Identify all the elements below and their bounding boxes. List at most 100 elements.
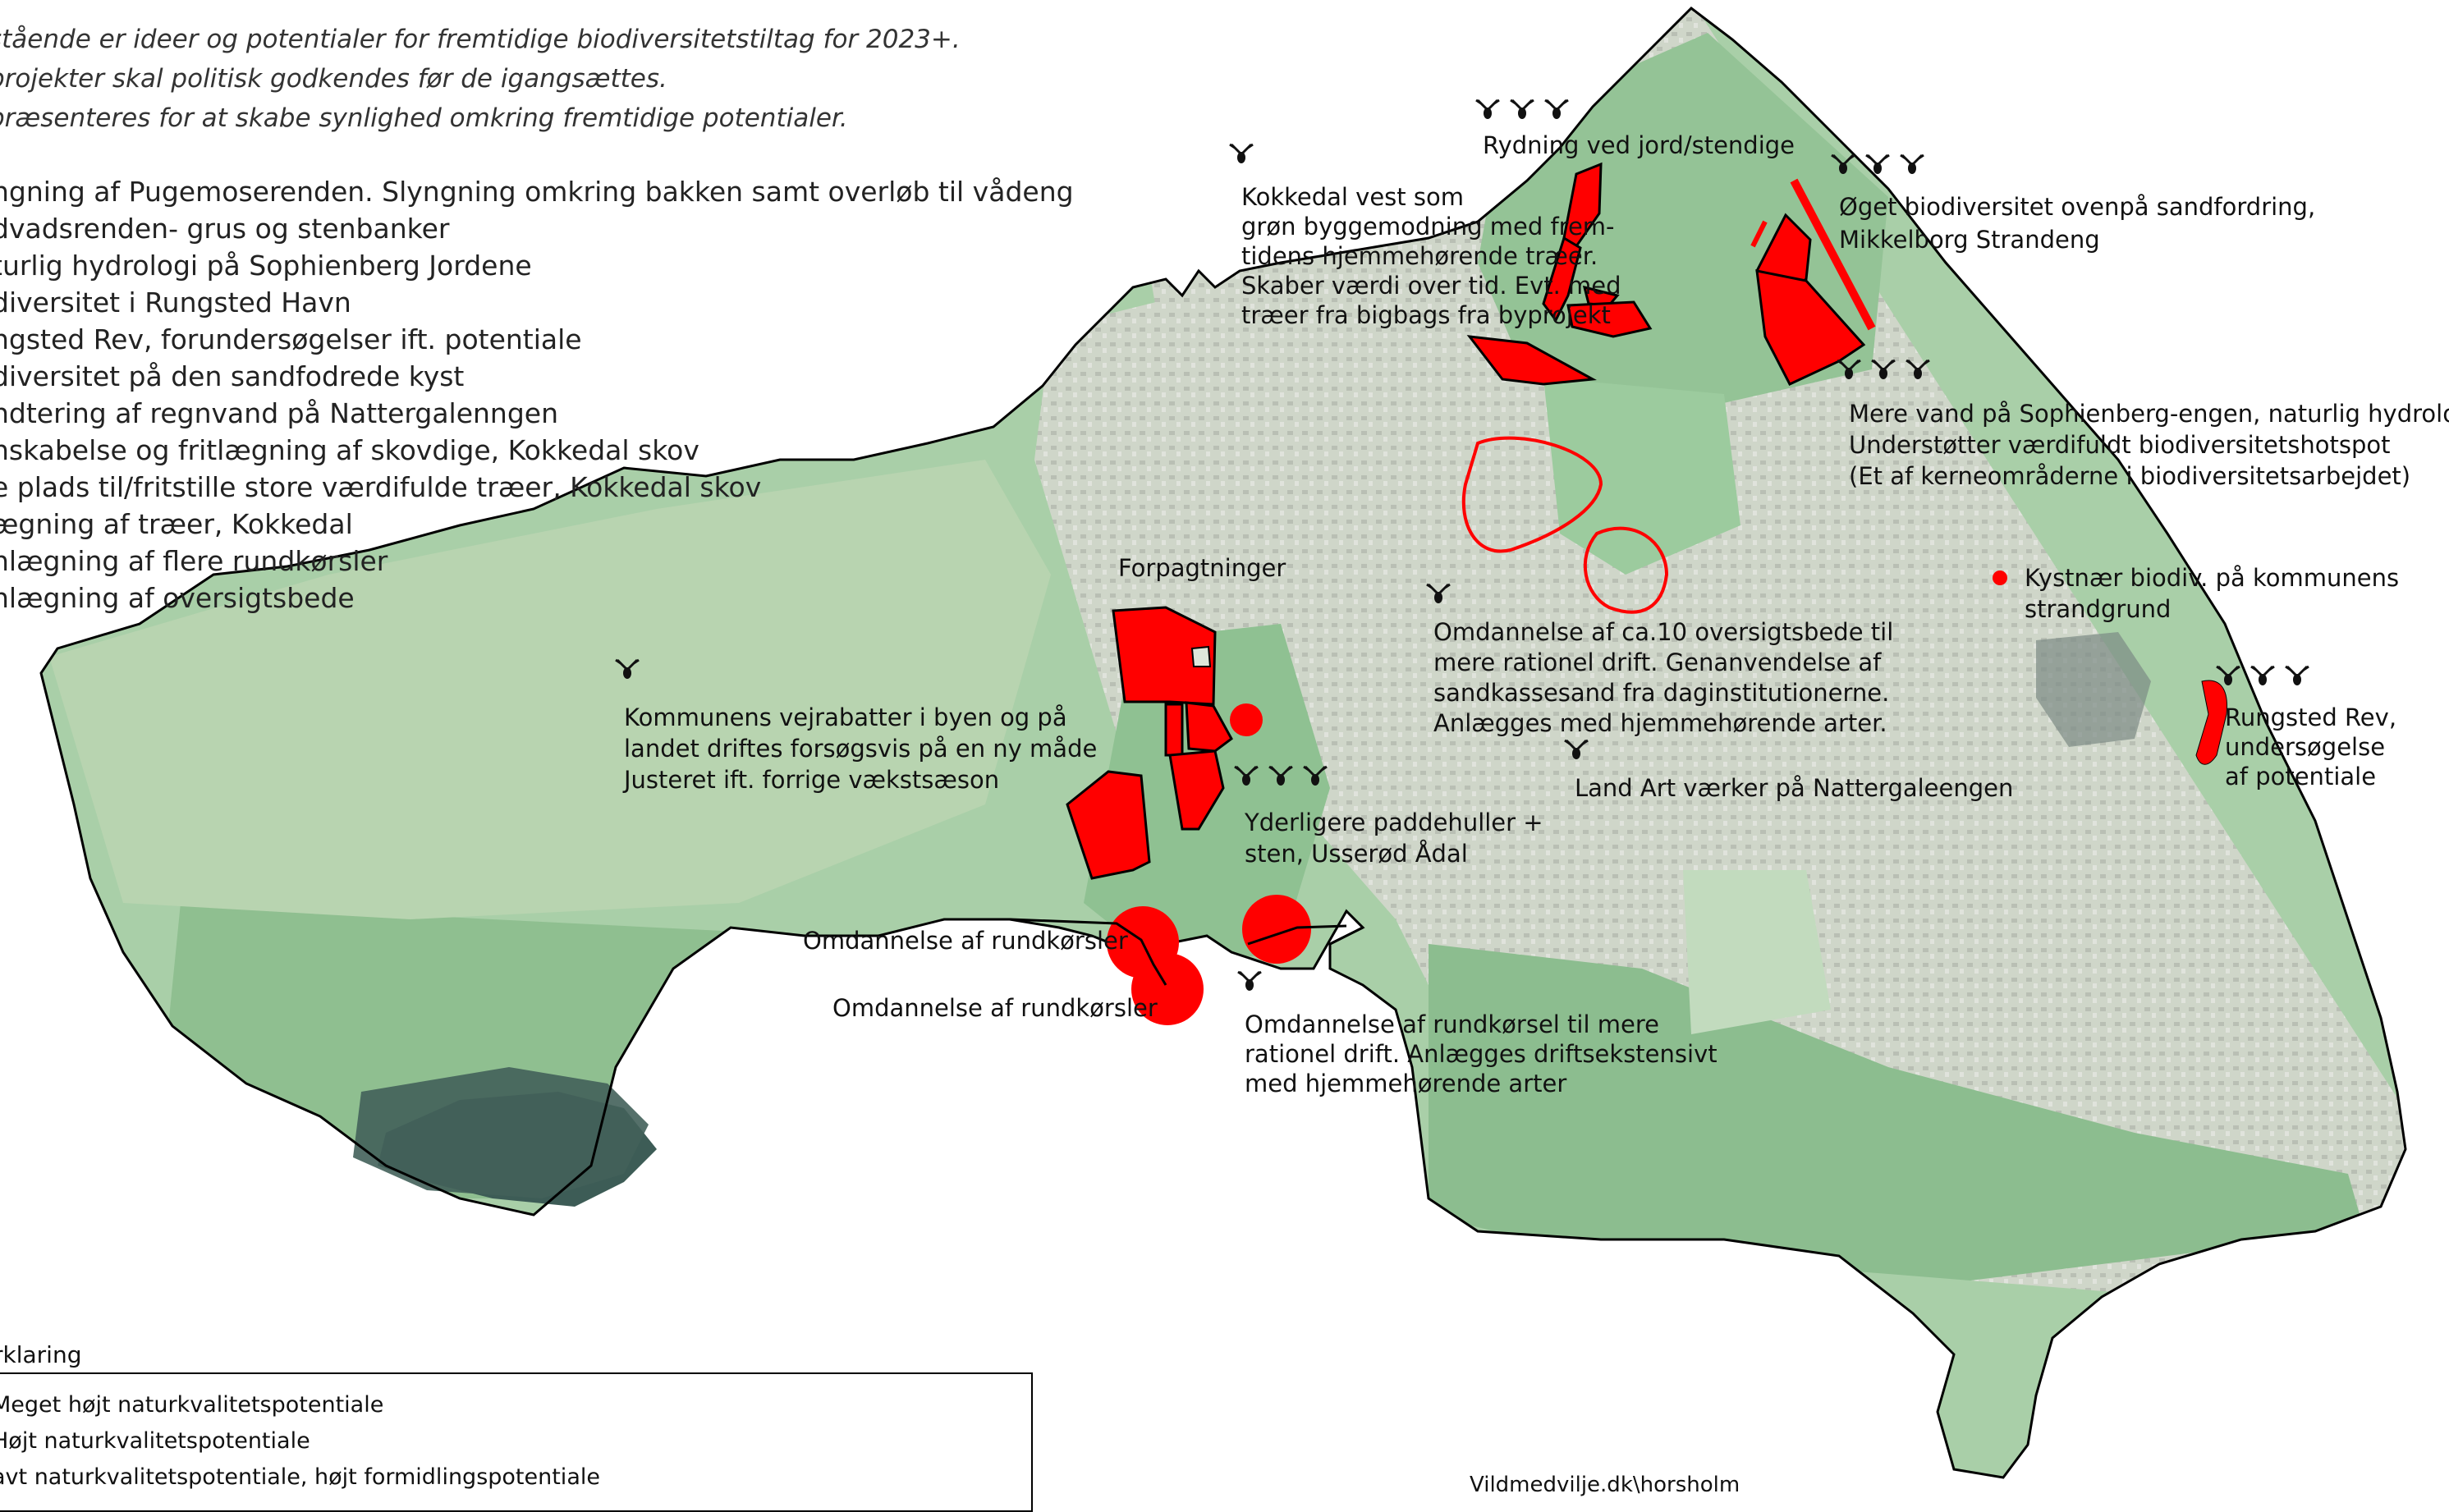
project-item: nskabelse og fritlægning af skovdige, Ko… xyxy=(0,434,699,466)
label-oversigtsbede-1: Omdannelse af ca.10 oversigtsbede til xyxy=(1433,618,1894,646)
label-oversigtsbede-4: Anlægges med hjemmehørende arter. xyxy=(1433,709,1887,737)
point-kystnaer xyxy=(1993,570,2007,585)
area-forpagtning-4 xyxy=(1168,749,1225,831)
deer-icon xyxy=(1871,359,1896,379)
point-forpagtning xyxy=(1230,703,1263,736)
label-rundkorsler-1: Omdannelse af rundkørsler xyxy=(803,927,1128,955)
label-rundkorsel-drift-1: Omdannelse af rundkørsel til mere xyxy=(1245,1010,1659,1038)
label-rundkorsel-drift-3: med hjemmehørende arter xyxy=(1245,1070,1567,1097)
label-forpagtninger: Forpagtninger xyxy=(1118,554,1286,582)
oversigtsbede-ring-1 xyxy=(1461,436,1603,553)
deer-icon xyxy=(1510,99,1534,119)
deer-icon xyxy=(1475,99,1500,119)
label-kystnaer-1: Kystnær biodiv. på kommunens xyxy=(2025,564,2400,592)
deer-icon xyxy=(1426,583,1451,603)
roundabout-road xyxy=(1009,918,1167,986)
project-item: turlig hydrologi på Sophienberg Jordene xyxy=(0,250,532,282)
project-item: ndtering af regnvand på Nattergalenngen xyxy=(0,397,559,429)
project-item: ngsted Rev, forundersøgelser ift. potent… xyxy=(0,323,582,355)
area-forpagtning-2 xyxy=(1164,703,1184,757)
label-vejrabatter-3: Justeret ift. forrige vækstsæson xyxy=(624,766,1000,794)
project-item: nlægning af oversigtsbede xyxy=(0,582,355,614)
project-item: ngning af Pugemoserenden. Slyngning omkr… xyxy=(0,176,1074,208)
deer-icon xyxy=(615,658,640,679)
area-notch xyxy=(1190,645,1212,667)
area-kokkedal-2 xyxy=(1566,300,1653,338)
deer-icon xyxy=(1544,99,1569,119)
label-rungsted-rev-3: af potentiale xyxy=(2225,763,2377,790)
label-oversigtsbede-2: mere rationel drift. Genanvendelse af xyxy=(1433,648,1882,676)
deer-icon xyxy=(2285,665,2309,685)
label-sandfordring-2: Mikkelborg Strandeng xyxy=(1839,226,2100,254)
project-item: e plads til/fritstille store værdifulde … xyxy=(0,471,762,503)
source-credit: Vildmedvilje.dk\horsholm xyxy=(1470,1473,1740,1497)
label-rundkorsler-2: Omdannelse af rundkørsler xyxy=(832,994,1158,1022)
deer-icon xyxy=(1900,153,1924,174)
label-paddehuller-2: sten, Usserød Ådal xyxy=(1245,840,1468,868)
project-item: dvadsrenden- grus og stenbanker xyxy=(0,213,450,245)
green-strip xyxy=(1543,378,1740,575)
deer-icon xyxy=(1564,739,1589,759)
deer-icon xyxy=(2250,665,2275,685)
label-rungsted-rev-1: Rungsted Rev, xyxy=(2225,703,2397,731)
forest-southeast xyxy=(1429,944,2364,1281)
deer-icon xyxy=(1906,359,1930,379)
sandfodret-kyst-line xyxy=(1750,220,1768,248)
roundabout-road-2 xyxy=(1247,924,1347,946)
deer-icon xyxy=(1234,765,1259,786)
field-east xyxy=(1683,870,1831,1034)
label-sophienberg-1: Mere vand på Sophienberg-engen, naturlig… xyxy=(1849,400,2449,428)
deer-icon xyxy=(1268,765,1293,786)
label-kokkedal-vest-2: grøn byggemodning med frem- xyxy=(1241,213,1615,241)
label-sandfordring-1: Øget biodiversitet ovenpå sandfordring, xyxy=(1839,193,2316,221)
area-kokkedal-3 xyxy=(1466,335,1597,386)
legend-item: avt naturkvalitetspotentiale, højt formi… xyxy=(0,1464,600,1490)
label-kokkedal-vest-1: Kokkedal vest som xyxy=(1241,183,1464,211)
area-rydning-2 xyxy=(1542,236,1582,323)
oversigtsbede-ring-2 xyxy=(1583,526,1669,614)
rungsted-harbour xyxy=(2036,632,2151,747)
deer-icon xyxy=(2216,665,2240,685)
area-rydning-1 xyxy=(1562,162,1603,249)
legend-item: Højt naturkvalitetspotentiale xyxy=(0,1428,310,1454)
label-vejrabatter-1: Kommunens vejrabatter i byen og på xyxy=(624,703,1067,731)
label-rungsted-rev-2: undersøgelse xyxy=(2225,733,2386,761)
area-forpagtning-1 xyxy=(1112,606,1217,706)
roundabout-3 xyxy=(1242,895,1311,964)
deer-icon xyxy=(1837,359,1861,379)
area-forpagtning-5 xyxy=(1066,770,1151,880)
rungsted-rev-marker xyxy=(2195,680,2228,765)
deer-icon xyxy=(1865,153,1890,174)
label-vejrabatter-2: landet driftes forsøgsvis på en ny måde xyxy=(624,735,1098,763)
road-edge xyxy=(1329,926,1364,946)
deer-icon xyxy=(1303,765,1328,786)
label-rydning: Rydning ved jord/stendige xyxy=(1483,131,1795,159)
label-kokkedal-vest-5: træer fra bigbags fra byprojekt xyxy=(1241,301,1611,329)
label-rundkorsel-drift-2: rationel drift. Anlægges driftsekstensiv… xyxy=(1245,1040,1718,1068)
label-oversigtsbede-3: sandkassesand fra daginstitutionerne. xyxy=(1433,679,1890,707)
roundabout-2 xyxy=(1131,953,1204,1025)
area-forpagtning-3 xyxy=(1185,701,1233,753)
deer-icon xyxy=(1229,143,1254,163)
label-kystnaer-2: strandgrund xyxy=(2025,595,2172,623)
intro-line-3: præsenteres for at skabe synlighed omkri… xyxy=(0,103,848,133)
strandeng-coast-line xyxy=(1790,178,1876,331)
project-item: diversitet i Rungsted Havn xyxy=(0,286,351,318)
deer-icon xyxy=(1237,970,1262,991)
label-kokkedal-vest-3: tidens hjemmehørende træer. xyxy=(1241,242,1598,270)
project-item: diversitet på den sandfodrede kyst xyxy=(0,360,465,392)
label-sophienberg-3: (Et af kerneområderne i biodiversitetsar… xyxy=(1849,462,2411,490)
legend-item: Meget højt naturkvalitetspotentiale xyxy=(0,1392,384,1418)
label-paddehuller-1: Yderligere paddehuller + xyxy=(1245,809,1543,836)
intro-line-1: stående er ideer og potentialer for frem… xyxy=(0,25,961,54)
intro-line-2: projekter skal politisk godkendes før de… xyxy=(0,64,667,94)
lake-body xyxy=(353,1067,649,1198)
field-west xyxy=(49,460,1051,919)
label-sophienberg-2: Understøtter værdifuldt biodiversitetsho… xyxy=(1849,431,2391,459)
deer-icon xyxy=(1831,153,1855,174)
label-land-art: Land Art værker på Nattergaleengen xyxy=(1575,774,2014,802)
legend-title: rklaring xyxy=(0,1341,82,1368)
project-item: nlægning af flere rundkørsler xyxy=(0,545,388,577)
project-item: ægning af træer, Kokkedal xyxy=(0,508,353,540)
